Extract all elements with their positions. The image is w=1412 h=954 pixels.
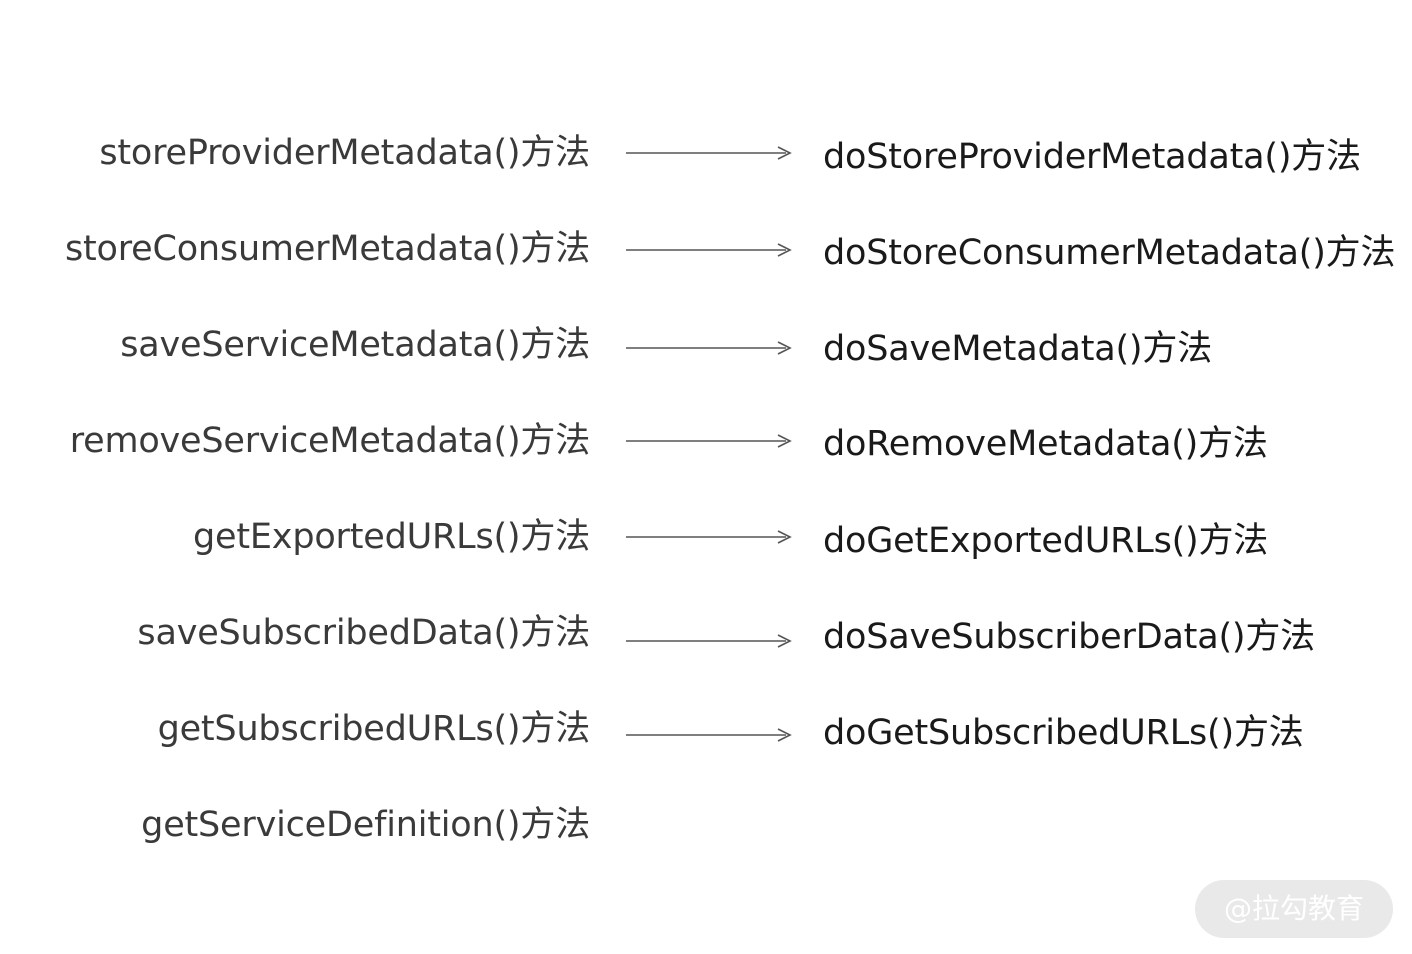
source-method-label: getExportedURLs()方法 bbox=[193, 517, 590, 557]
mapping-row-6: saveSubscribedData()方法 doSaveSubscriberD… bbox=[0, 603, 1412, 663]
source-method-label: saveServiceMetadata()方法 bbox=[120, 325, 590, 365]
target-method-label: doSaveSubscriberData()方法 bbox=[823, 617, 1315, 657]
arrow-icon bbox=[626, 728, 792, 742]
arrow-icon bbox=[626, 434, 792, 448]
arrow-icon bbox=[626, 146, 792, 160]
mapping-row-2: storeConsumerMetadata()方法 doStoreConsume… bbox=[0, 219, 1412, 279]
source-method-label: storeConsumerMetadata()方法 bbox=[64, 229, 590, 269]
source-method-label: removeServiceMetadata()方法 bbox=[69, 421, 591, 461]
watermark-badge: @拉勾教育 bbox=[1195, 880, 1393, 938]
arrow-icon bbox=[626, 634, 792, 648]
target-method-label: doSaveMetadata()方法 bbox=[823, 329, 1212, 369]
arrow-icon bbox=[626, 341, 792, 355]
source-method-label: storeProviderMetadata()方法 bbox=[99, 133, 590, 173]
mapping-row-8: getServiceDefinition()方法 bbox=[0, 795, 1412, 855]
target-method-label: doGetSubscribedURLs()方法 bbox=[823, 713, 1304, 753]
source-method-label: getSubscribedURLs()方法 bbox=[157, 709, 591, 749]
target-method-label: doGetExportedURLs()方法 bbox=[823, 521, 1269, 561]
mapping-row-1: storeProviderMetadata()方法 doStoreProvide… bbox=[0, 123, 1412, 183]
target-method-label: doRemoveMetadata()方法 bbox=[823, 424, 1268, 464]
arrow-icon bbox=[626, 530, 792, 544]
target-method-label: doStoreProviderMetadata()方法 bbox=[823, 137, 1361, 177]
source-method-label: getServiceDefinition()方法 bbox=[141, 805, 590, 845]
mapping-row-4: removeServiceMetadata()方法 doRemoveMetada… bbox=[0, 411, 1412, 471]
mapping-row-5: getExportedURLs()方法 doGetExportedURLs()方… bbox=[0, 507, 1412, 567]
arrow-icon bbox=[626, 243, 792, 257]
mapping-row-7: getSubscribedURLs()方法 doGetSubscribedURL… bbox=[0, 699, 1412, 759]
source-method-label: saveSubscribedData()方法 bbox=[137, 613, 590, 653]
mapping-row-3: saveServiceMetadata()方法 doSaveMetadata()… bbox=[0, 315, 1412, 375]
target-method-label: doStoreConsumerMetadata()方法 bbox=[823, 233, 1396, 273]
